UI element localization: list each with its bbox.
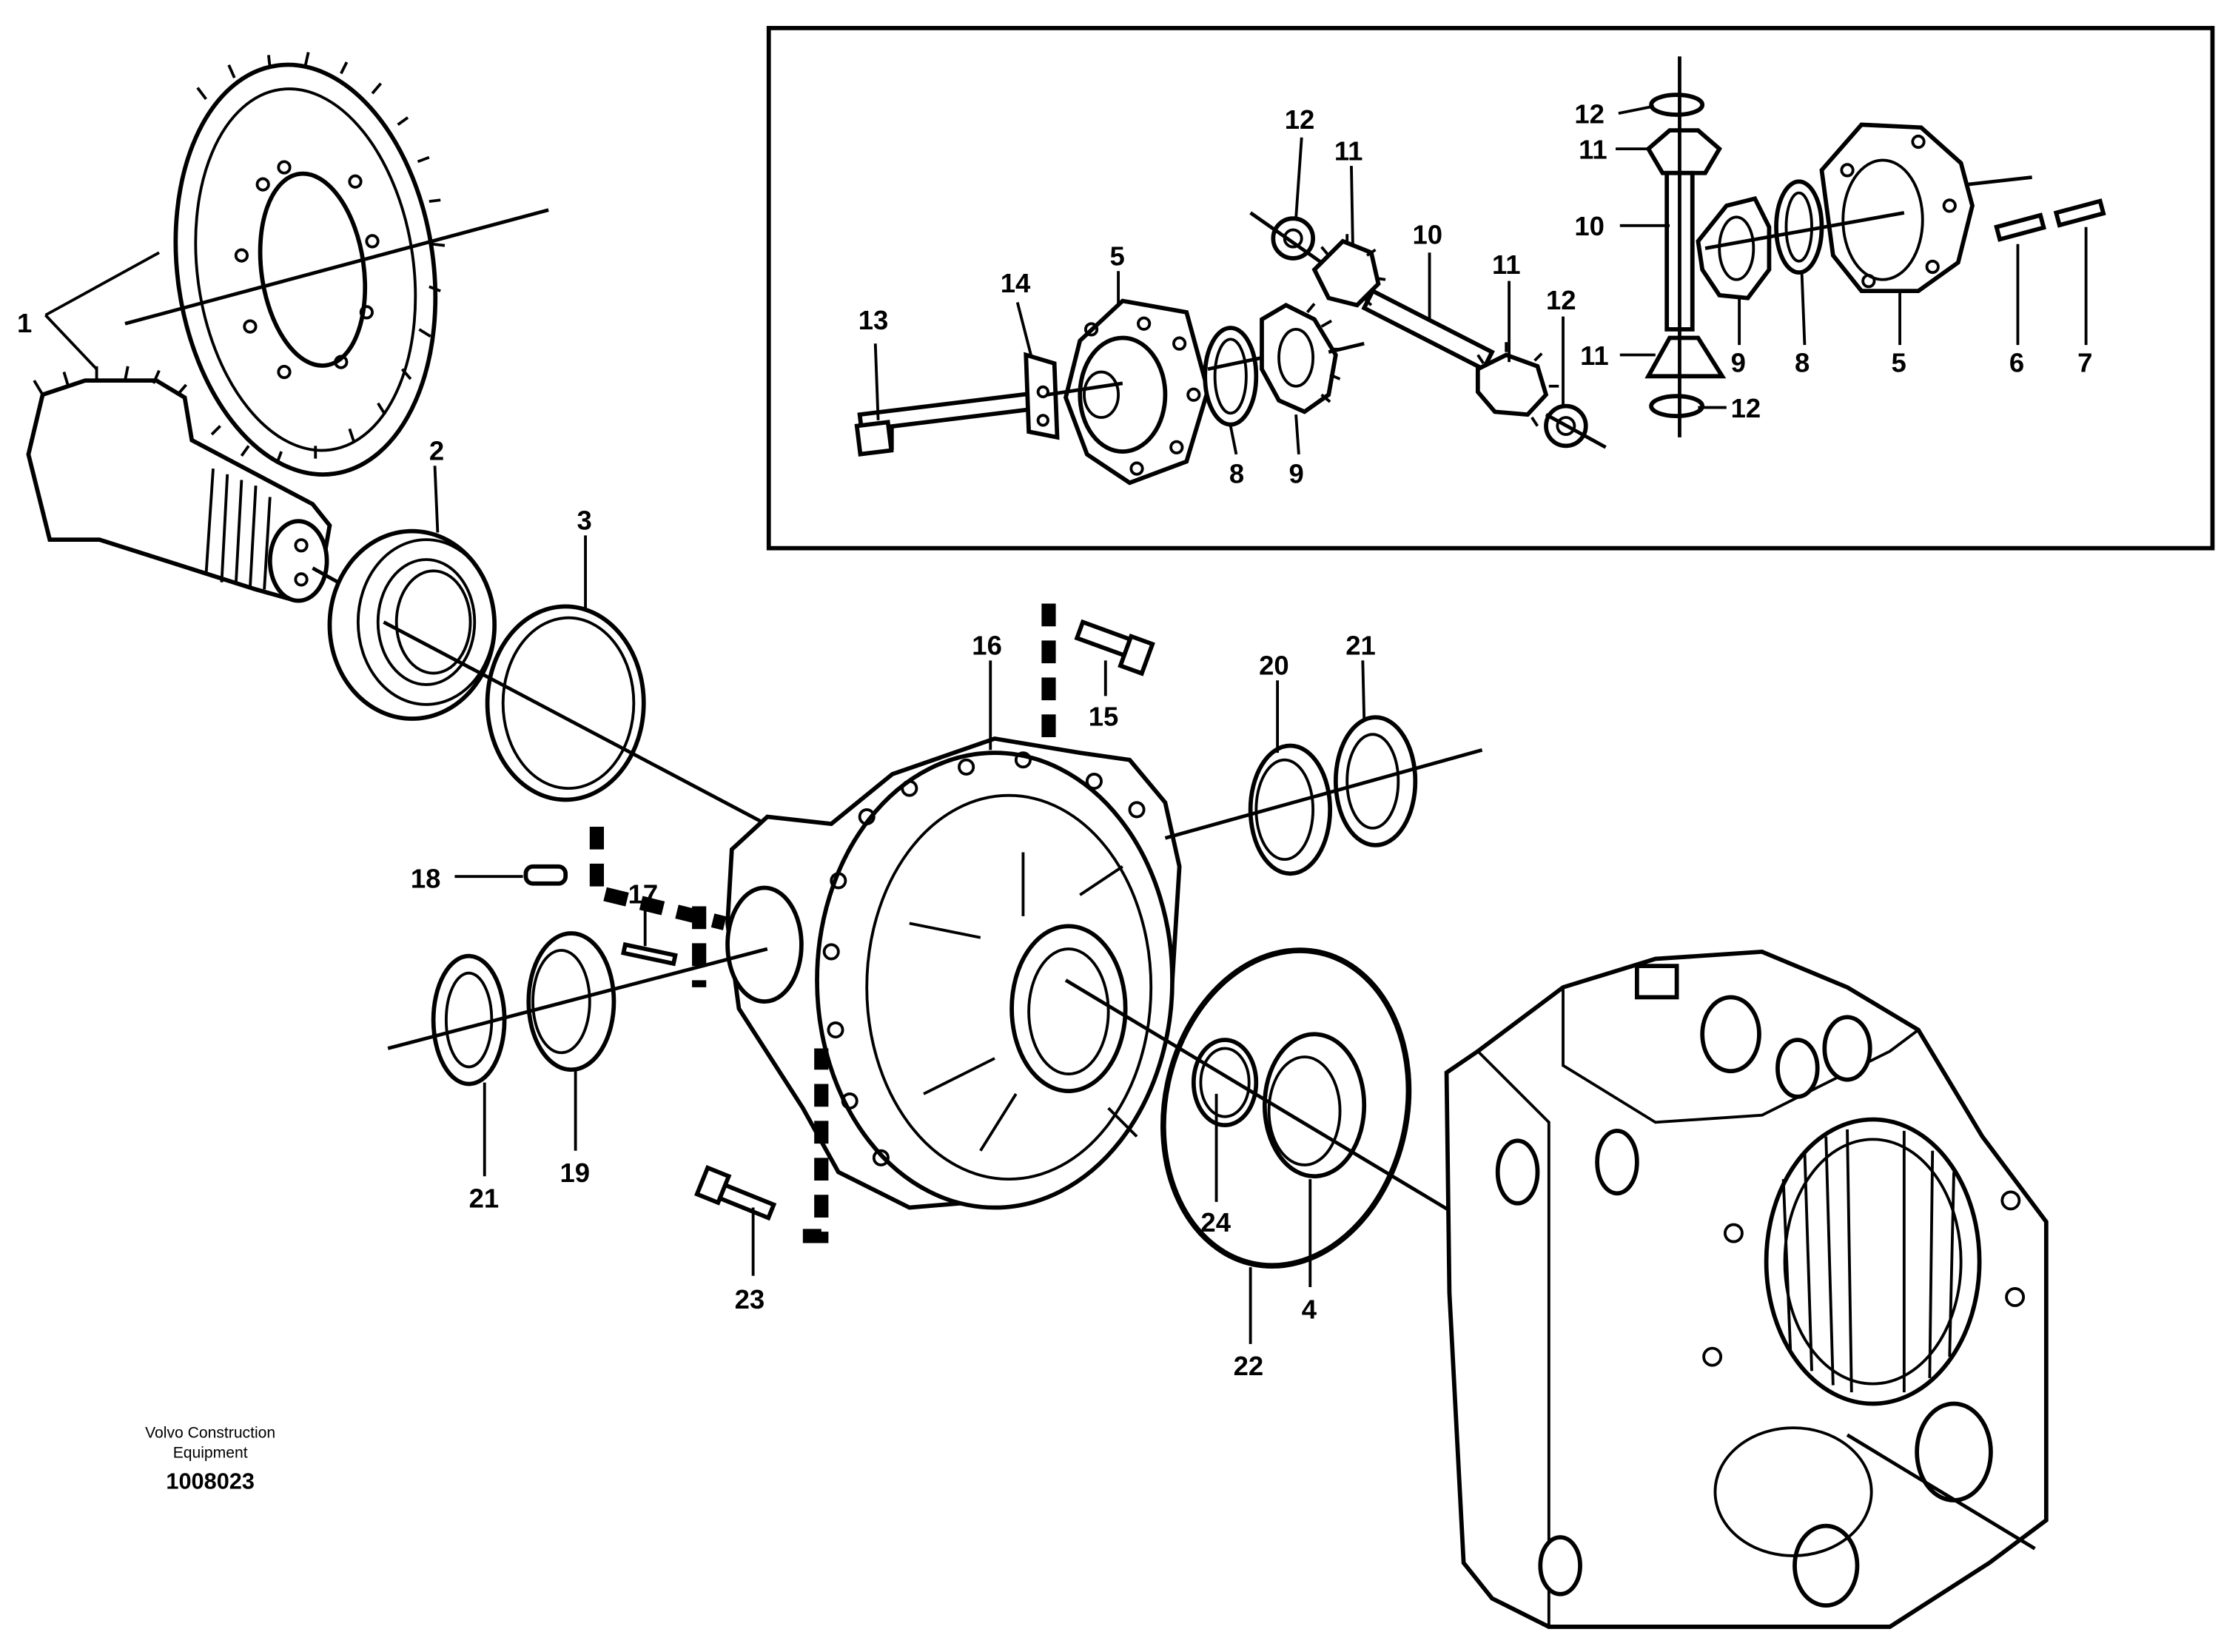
differential-inset [766,26,2215,551]
label-15: 15 [1089,702,1119,732]
bolt-13 [854,389,1045,457]
callout-numbers: 1 2 3 16 15 20 21 18 17 21 19 23 24 4 22… [17,99,2092,1382]
shim-3 [485,604,646,802]
diff-housing-5a [1064,298,1211,486]
label-11c: 11 [1579,135,1607,165]
bearing-2 [327,528,497,721]
pin-18 [523,864,568,886]
label-12c: 12 [1574,99,1605,130]
lock-plate-14 [1024,352,1060,440]
label-4: 4 [1302,1294,1317,1324]
label-9b: 9 [1731,348,1746,378]
label-10a: 10 [1413,220,1443,250]
washer-12d [1649,394,1705,418]
label-1a: 1 [17,308,32,338]
label-6: 6 [2009,348,2024,378]
pinion-gear-11b [1475,342,1559,427]
label-16: 16 [972,631,1002,661]
seal-4 [1262,1032,1367,1179]
inset-frame [766,26,2215,551]
pinion-gear-11c [1645,128,1722,175]
label-3: 3 [577,506,592,536]
label-12a: 12 [1285,104,1315,135]
pin-7 [2053,198,2106,228]
side-gear-9a [1260,303,1342,414]
dashed-leader-23 [802,1048,829,1243]
pin-6 [1994,212,2046,242]
axle-housing [1444,950,2049,1629]
label-11b: 11 [1492,249,1521,280]
maker-line1: Volvo Construction [145,1425,275,1442]
label-21b: 21 [469,1183,500,1214]
label-11a: 11 [1334,135,1363,166]
label-24: 24 [1200,1207,1231,1238]
label-7: 7 [2077,348,2092,378]
label-8b: 8 [1795,348,1810,378]
callout-leaders [44,104,2088,1344]
o-ring-24 [1191,1038,1259,1128]
label-12b: 12 [1546,285,1576,315]
maker-line2: Equipment [173,1444,248,1461]
label-18: 18 [411,864,441,894]
label-19: 19 [560,1158,590,1188]
label-13: 13 [859,305,889,335]
label-10b: 10 [1574,211,1605,241]
bearing-20 [1248,743,1333,876]
diff-housing-5b [1819,122,1975,293]
label-5b: 5 [1892,348,1906,378]
dashed-leader-18 [589,826,727,930]
carrier-housing-16 [725,736,1182,1210]
pinion-gear-11d [1644,335,1727,379]
label-14: 14 [1001,268,1031,298]
label-17: 17 [628,879,659,910]
label-22: 22 [1234,1351,1264,1381]
bolt-15 [1074,619,1155,676]
label-23: 23 [735,1284,765,1314]
label-8a: 8 [1229,458,1244,488]
label-9a: 9 [1288,458,1303,488]
label-11d: 11 [1580,340,1609,371]
footer: Volvo Construction Equipment 1008023 [145,1425,275,1494]
pinion-shaft-1 [26,366,332,603]
label-2: 2 [429,436,444,466]
label-5a: 5 [1110,241,1125,272]
ring-gear-1 [173,52,446,477]
label-21a: 21 [1345,631,1376,661]
washer-12c [1649,93,1705,117]
label-12d: 12 [1731,393,1761,423]
pinion-gear-11a [1311,234,1386,308]
doc-number: 1008023 [166,1468,255,1494]
label-20: 20 [1259,651,1289,681]
pin-17 [621,941,678,967]
thrust-washer-8a [1203,326,1259,427]
side-gear-9b [1696,195,1772,300]
o-ring-22 [1160,947,1412,1269]
bolt-23 [694,1165,777,1221]
